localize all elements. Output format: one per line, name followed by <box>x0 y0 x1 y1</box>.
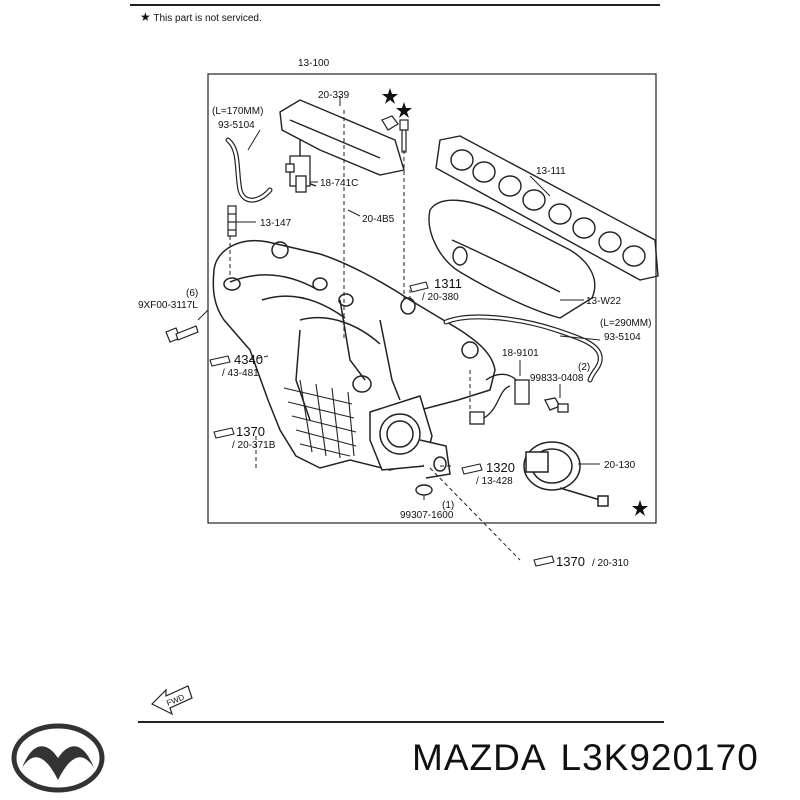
fwd-arrow-icon <box>150 685 193 716</box>
label-18-741C: 18-741C <box>320 178 358 189</box>
brand-part-line: MAZDA L3K920170 <box>412 737 759 779</box>
label-20-380: / 20-380 <box>422 292 459 303</box>
diagram-frame <box>207 73 657 524</box>
flange-bolt-part <box>165 325 199 343</box>
star-bolt-part <box>381 115 409 153</box>
bottom-rule <box>138 721 664 723</box>
dashed-leaders <box>229 110 521 561</box>
label-4340: 4340 <box>234 352 263 367</box>
star-icon <box>382 88 648 516</box>
label-99307-1600: 99307-1600 <box>400 510 454 521</box>
mazda-logo-icon <box>11 723 105 793</box>
star-icon: ★ <box>140 10 151 24</box>
label-93-5104-b: 93-5104 <box>604 332 641 343</box>
label-1370-b: 1370 <box>556 554 585 569</box>
label-20-4B5: 20-4B5 <box>362 214 395 225</box>
sensor-part <box>469 373 569 425</box>
stud-part <box>227 205 237 237</box>
label-13-100: 13-100 <box>298 58 330 69</box>
label-20-371B: / 20-371B <box>232 440 276 451</box>
leader-lines <box>197 96 601 500</box>
label-20-339: 20-339 <box>318 90 350 101</box>
label-13-147: 13-147 <box>260 218 292 229</box>
label-qty-2: (2) <box>578 362 590 373</box>
label-18-9101: 18-9101 <box>502 348 539 359</box>
label-1370-a: 1370 <box>236 424 265 439</box>
label-l290: (L=290MM) <box>600 318 651 329</box>
callout-labels: 13-100 20-339 (L=170MM) 93-5104 18-741C … <box>138 58 651 708</box>
brand-name: MAZDA <box>412 737 547 778</box>
reference-hand-icon <box>209 281 555 567</box>
service-note-text: This part is not serviced. <box>153 13 262 24</box>
idle-valve-part <box>523 441 609 507</box>
top-rule <box>130 4 660 6</box>
label-13-111: 13-111 <box>536 166 566 177</box>
label-13-428: / 13-428 <box>476 476 513 487</box>
part-number: L3K920170 <box>560 737 759 778</box>
throttle-body-part <box>369 395 451 479</box>
manifold-ribs <box>283 379 357 459</box>
label-1320: 1320 <box>486 460 515 475</box>
label-43-481: / 43-481 <box>222 368 259 379</box>
label-99833-0408: 99833-0408 <box>530 373 584 384</box>
label-qty-6: (6) <box>186 288 198 299</box>
label-qty-1: (1) <box>442 500 454 511</box>
o-ring-part <box>415 484 433 496</box>
solenoid-valve-part <box>285 155 311 193</box>
intake-manifold-part <box>212 239 496 471</box>
gasket-part <box>435 135 659 281</box>
label-l170: (L=170MM) <box>212 106 263 117</box>
label-20-130: 20-130 <box>604 460 636 471</box>
label-93-5104-a: 93-5104 <box>218 120 255 131</box>
service-note: ★ This part is not serviced. <box>140 10 262 24</box>
label-1311: 1311 <box>434 276 462 291</box>
label-13-W22: 13-W22 <box>586 296 621 307</box>
heat-shield-part <box>428 199 596 319</box>
label-9XF00-3117L: 9XF00-3117L <box>138 300 198 311</box>
label-20-310: / 20-310 <box>592 558 629 569</box>
